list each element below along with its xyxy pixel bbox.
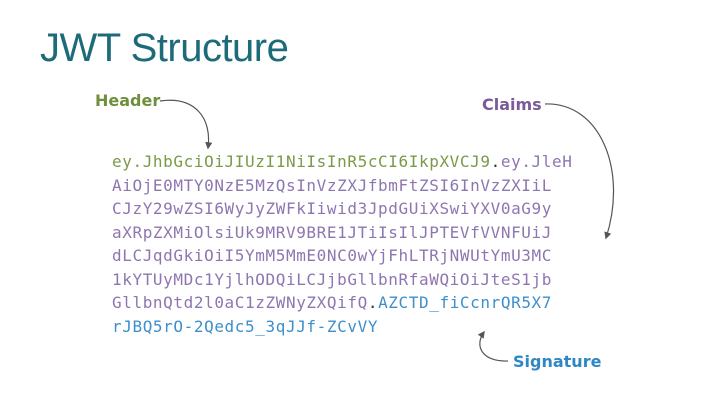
token-line: aXRpZXMiOlsiUk9MRV9BRE1JTiIsIlJPTEVfVVNF… <box>112 221 573 245</box>
jwt-token-text: ey.JhbGciOiJIUzI1NiIsInR5cCI6IkpXVCJ9.ey… <box>112 150 573 338</box>
token-line: ey.JhbGciOiJIUzI1NiIsInR5cCI6IkpXVCJ9.ey… <box>112 150 573 174</box>
signature-arrow-icon <box>477 330 509 362</box>
signature-label: Signature <box>513 352 602 371</box>
token-segment-signature: rJBQ5rO-2Qedc5_3qJJf-ZCvVY <box>112 316 379 336</box>
token-segment-claims: aXRpZXMiOlsiUk9MRV9BRE1JTiIsIlJPTEVfVVNF… <box>112 222 553 242</box>
token-line: rJBQ5rO-2Qedc5_3qJJf-ZCvVY <box>112 315 573 339</box>
token-line: 1kYTUyMDc1YjlhODQiLCJjbGllbnRfaWQiOiJteS… <box>112 268 573 292</box>
token-segment-claims: CJzY29wZSI6WyJyZWFkIiwid3JpdGUiXSwiYXV0a… <box>112 199 553 218</box>
claims-label: Claims <box>482 95 542 114</box>
page-title: JWT Structure <box>40 26 289 70</box>
token-segment-claims: ey.JleH <box>500 152 573 171</box>
claims-arrow-icon <box>544 103 614 240</box>
token-segment-claims: AiOjE0MTY0NzE5MzQsInVzZXJfbmFtZSI6InVzZX… <box>112 175 553 195</box>
header-arrow-icon <box>159 99 213 150</box>
token-segment-header: ey.JhbGciOiJIUzI1NiIsInR5cCI6IkpXVCJ9 <box>112 152 491 171</box>
token-line: dLCJqdGkiOiI5YmM5MmE0NC0wYjFhLTRjNWUtYmU… <box>112 244 573 268</box>
token-segment-claims: dLCJqdGkiOiI5YmM5MmE0NC0wYjFhLTRjNWUtYmU… <box>112 246 553 265</box>
token-segment-dot: . <box>367 293 379 312</box>
token-segment-signature: AZCTD_fiCcnrQR5X7 <box>378 293 553 312</box>
token-segment-claims: GllbnQtd2l0aC1zZWNyZXQifQ <box>112 293 368 312</box>
token-segment-claims: 1kYTUyMDc1YjlhODQiLCJjbGllbnRfaWQiOiJteS… <box>112 269 553 289</box>
header-label: Header <box>95 91 161 110</box>
token-segment-dot: . <box>490 152 501 171</box>
token-line: AiOjE0MTY0NzE5MzQsInVzZXJfbmFtZSI6InVzZX… <box>112 174 573 198</box>
token-line: CJzY29wZSI6WyJyZWFkIiwid3JpdGUiXSwiYXV0a… <box>112 197 573 221</box>
token-line: GllbnQtd2l0aC1zZWNyZXQifQ.AZCTD_fiCcnrQR… <box>112 291 573 315</box>
